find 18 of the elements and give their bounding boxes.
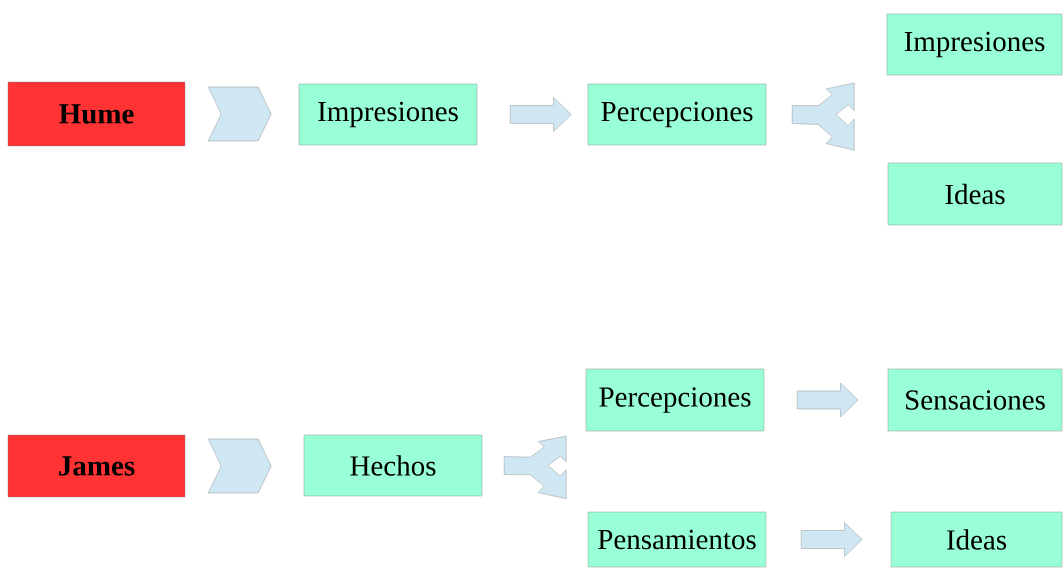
concept-box: Percepciones <box>585 368 765 432</box>
author-box: Hume <box>7 81 186 147</box>
block-arrow <box>510 97 572 132</box>
block-arrow <box>208 438 272 494</box>
concept-box: Sensaciones <box>887 368 1063 432</box>
block-arrow <box>792 82 855 151</box>
author-box: James <box>7 434 186 498</box>
concept-box: Impresiones <box>886 13 1063 76</box>
block-arrow <box>504 435 567 499</box>
block-arrow <box>208 86 272 142</box>
block-arrow <box>797 382 859 418</box>
block-arrow <box>801 522 863 557</box>
concept-box: Hechos <box>303 434 483 497</box>
concept-box: Pensamientos <box>587 511 767 568</box>
concept-box: Ideas <box>887 162 1063 226</box>
concept-box: Ideas <box>890 511 1063 568</box>
concept-box: Percepciones <box>587 83 767 146</box>
concept-box: Impresiones <box>298 83 478 146</box>
